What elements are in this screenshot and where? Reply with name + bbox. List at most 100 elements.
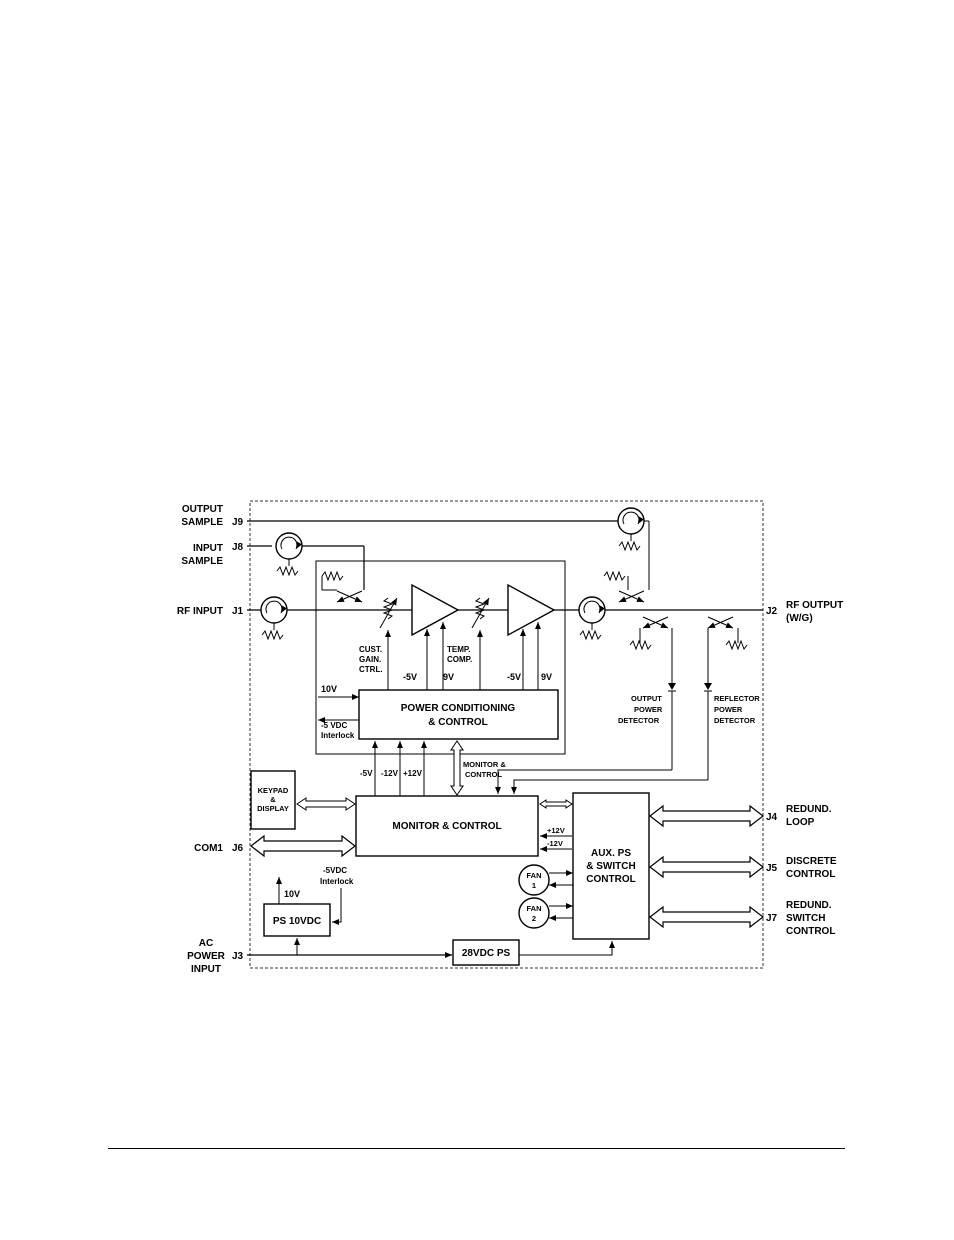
- svg-text:J2: J2: [766, 606, 778, 617]
- amp1-9v-label: 9V: [443, 672, 454, 682]
- rf-input-isolator-icon: [260, 596, 288, 641]
- ps-10vdc-block: [263, 903, 331, 937]
- amp2-neg5v-label: -5V: [507, 672, 521, 682]
- input-sample-isolator-icon: [275, 532, 365, 590]
- aux-neg12v-label: -12V: [547, 839, 563, 848]
- ps-28vdc-label: 28VDC PS: [462, 948, 511, 959]
- svg-text:J5: J5: [766, 863, 778, 874]
- amp1-neg5v-label: -5V: [403, 672, 417, 682]
- output-sample-coupler-icon: [603, 570, 645, 603]
- output-detector-line: [495, 769, 672, 794]
- svg-text:AC: AC: [199, 938, 213, 949]
- fan1-label-1: FAN: [527, 871, 542, 880]
- svg-text:POWER: POWER: [634, 705, 663, 714]
- rf-module-boundary: [315, 560, 566, 755]
- connector-redund-switch: J7 REDUND. SWITCH CONTROL: [766, 900, 835, 937]
- pc-interlock-label-2: Interlock: [321, 731, 355, 740]
- reflector-detector-line: [511, 779, 708, 794]
- monitor-control-block: [355, 795, 539, 857]
- ps-10v-label: 10V: [284, 889, 300, 899]
- aux-bus-arrow: [539, 799, 573, 809]
- svg-text:J9: J9: [232, 517, 244, 528]
- output-isolator-icon: [578, 596, 606, 641]
- fan-2: [518, 897, 550, 929]
- footer-rule: [108, 1148, 845, 1149]
- connector-ac-power: AC POWER INPUT J3: [187, 938, 243, 975]
- com1-bus-arrow: [250, 834, 356, 858]
- rail-neg5v-label: -5V: [360, 769, 373, 778]
- svg-text:DISCRETE: DISCRETE: [786, 856, 837, 867]
- connector-input-sample: INPUT SAMPLE J8: [181, 542, 243, 567]
- cust-gain-label: CUST. GAIN. CTRL.: [359, 645, 383, 674]
- temp-comp-label: TEMP. COMP.: [447, 645, 472, 664]
- svg-text:CONTROL: CONTROL: [786, 869, 835, 880]
- monitor-bus-label-2: CONTROL: [465, 770, 502, 779]
- fan1-label-2: 1: [532, 881, 536, 890]
- svg-text:CONTROL: CONTROL: [786, 926, 835, 937]
- svg-text:DETECTOR: DETECTOR: [618, 716, 660, 725]
- pc-interlock-label-1: -5 VDC: [321, 721, 347, 730]
- keypad-display-block: [250, 770, 296, 830]
- reflector-detector-coupler-icon: [704, 616, 748, 780]
- svg-text:POWER: POWER: [187, 951, 226, 962]
- input-coupler-icon: [321, 570, 363, 603]
- temp-comp-attenuator-icon: [471, 597, 490, 688]
- connector-output-sample: OUTPUT SAMPLE J9: [181, 504, 243, 528]
- connector-rf-input: RF INPUT J1: [177, 606, 244, 617]
- monitor-control-label: MONITOR & CONTROL: [392, 821, 501, 832]
- svg-text:INPUT: INPUT: [191, 964, 221, 975]
- fan2-label-1: FAN: [527, 904, 542, 913]
- svg-text:CUST.: CUST.: [359, 645, 382, 654]
- svg-text:REDUND.: REDUND.: [786, 900, 832, 911]
- ps-interlock-label-2: Interlock: [320, 877, 354, 886]
- svg-text:CTRL.: CTRL.: [359, 665, 383, 674]
- ps-28vdc-block: [452, 939, 520, 966]
- svg-text:OUTPUT: OUTPUT: [631, 694, 662, 703]
- aux-pos12v-label: +12V: [547, 826, 565, 835]
- svg-text:(W/G): (W/G): [786, 613, 813, 624]
- ps-10vdc-label: PS 10VDC: [273, 916, 321, 927]
- monitor-bus-arrow: [450, 740, 464, 796]
- svg-text:RF INPUT: RF INPUT: [177, 606, 223, 617]
- svg-text:J3: J3: [232, 951, 244, 962]
- output-detector-label: OUTPUT POWER DETECTOR: [618, 694, 663, 725]
- pc-10v-label: 10V: [321, 684, 337, 694]
- connector-com1: COM1 J6: [194, 843, 243, 854]
- connector-discrete-control: J5 DISCRETE CONTROL: [766, 856, 837, 880]
- svg-text:J4: J4: [766, 812, 778, 823]
- svg-text:J1: J1: [232, 606, 244, 617]
- svg-text:SWITCH: SWITCH: [786, 913, 825, 924]
- connector-rf-output: J2 RF OUTPUT (W/G): [766, 600, 843, 624]
- svg-text:LOOP: LOOP: [786, 817, 815, 828]
- rail-pos12v-label: +12V: [403, 769, 423, 778]
- svg-text:J6: J6: [232, 843, 244, 854]
- ps-interlock-label-1: -5VDC: [323, 866, 347, 875]
- reflector-detector-label: REFLECTOR POWER DETECTOR: [714, 694, 760, 725]
- ps28-to-aux-line: [519, 941, 615, 956]
- rail-neg12v-label: -12V: [381, 769, 399, 778]
- svg-text:DETECTOR: DETECTOR: [714, 716, 756, 725]
- svg-text:GAIN.: GAIN.: [359, 655, 381, 664]
- svg-text:REFLECTOR: REFLECTOR: [714, 694, 760, 703]
- keypad-label-3: DISPLAY: [257, 804, 289, 813]
- svg-text:REDUND.: REDUND.: [786, 804, 832, 815]
- amplifier-1: [411, 583, 460, 637]
- power-conditioning-block: [358, 689, 559, 740]
- keypad-label-2: &: [270, 795, 276, 804]
- amplifier-2: [507, 583, 556, 637]
- svg-text:COMP.: COMP.: [447, 655, 472, 664]
- output-detector-coupler-icon: [629, 616, 676, 770]
- svg-text:SAMPLE: SAMPLE: [181, 517, 223, 528]
- power-conditioning-label-1: POWER CONDITIONING: [401, 703, 516, 714]
- svg-text:COM1: COM1: [194, 843, 223, 854]
- svg-text:J7: J7: [766, 913, 778, 924]
- fan-1: [518, 864, 550, 896]
- cust-gain-attenuator-icon: [379, 597, 398, 660]
- keypad-bus-arrow: [296, 797, 356, 811]
- svg-text:POWER: POWER: [714, 705, 743, 714]
- aux-ps-label-1: AUX. PS: [591, 848, 631, 859]
- redund-switch-bus-arrow: [649, 905, 764, 929]
- monitor-bus-label-1: MONITOR &: [463, 760, 506, 769]
